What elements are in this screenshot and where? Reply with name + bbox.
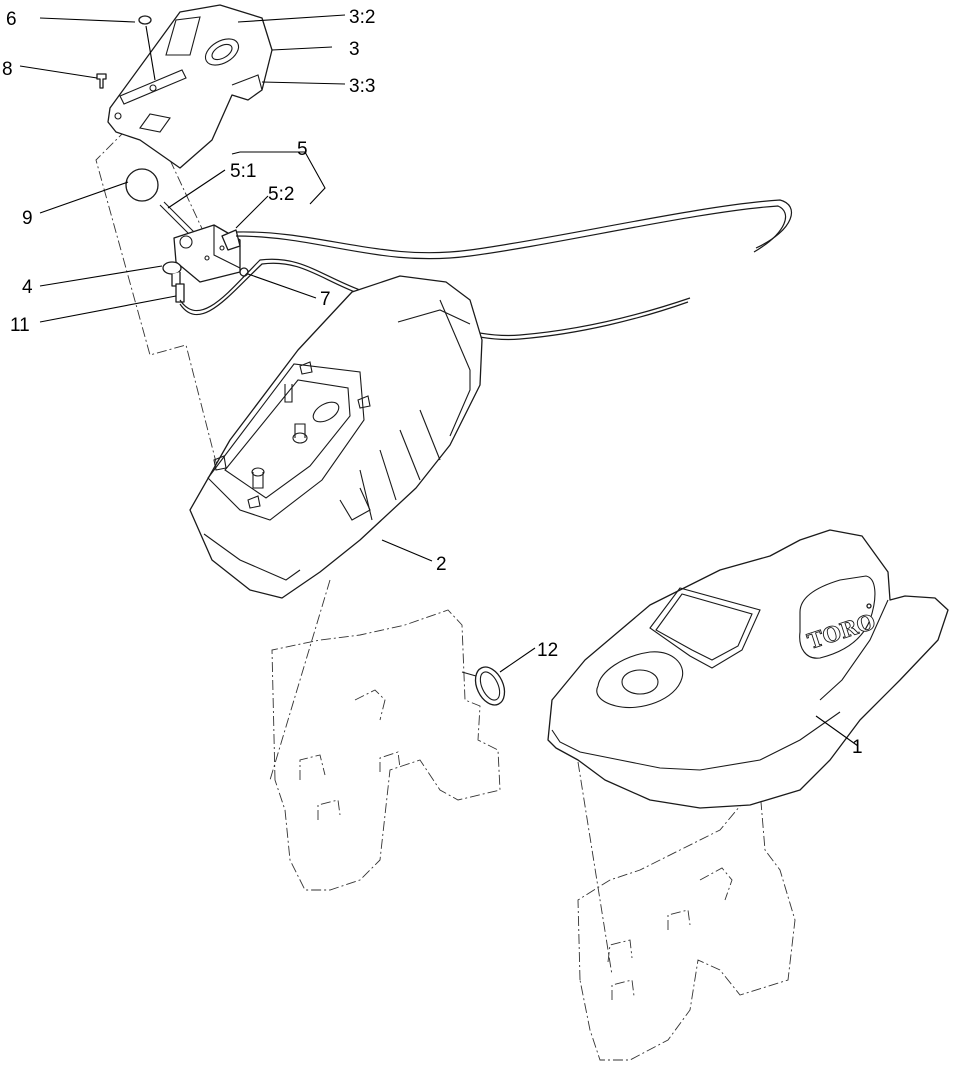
- nut-part-7: [239, 267, 249, 277]
- phantom-alignment-lines: [95, 129, 613, 976]
- callout-7: 7: [320, 289, 331, 310]
- callout-labels: 6 3:2 3 8 3:3 5 5:1 5:2 9 4 7 11 2 12 1: [2, 7, 863, 758]
- throttle-control-part-5: [159, 201, 241, 283]
- callout-3: 3: [349, 39, 360, 60]
- console-cover-part-1: TORO: [547, 529, 949, 809]
- callout-8: 8: [2, 59, 13, 80]
- callout-leader-lines: [19, 14, 859, 747]
- panel-mount-bracket-right: [577, 789, 796, 1061]
- callout-5-2: 5:2: [268, 184, 294, 205]
- cable-clamp-part-11: [175, 283, 185, 303]
- callout-5: 5: [297, 139, 308, 160]
- callout-1: 1: [852, 737, 863, 758]
- callout-4: 4: [22, 277, 33, 298]
- cup-ring-part-12: [461, 666, 506, 706]
- control-housing-part-2: [189, 275, 483, 599]
- panel-mount-bracket-left: [271, 609, 501, 891]
- callout-11: 11: [10, 315, 30, 336]
- knob-part-9: [125, 168, 159, 202]
- callout-9: 9: [22, 208, 33, 229]
- callout-2: 2: [436, 554, 447, 575]
- screw-part-8: [96, 73, 107, 89]
- callout-6: 6: [6, 9, 17, 30]
- callout-3-2: 3:2: [349, 7, 375, 28]
- callout-3-3: 3:3: [349, 76, 375, 97]
- throttle-cables: [179, 199, 793, 341]
- cable-adjuster-part-4: [162, 261, 182, 287]
- cover-plate-part-3: [107, 4, 273, 169]
- callout-12: 12: [537, 640, 558, 661]
- plug-part-6: [138, 15, 152, 25]
- callout-5-1: 5:1: [230, 161, 256, 182]
